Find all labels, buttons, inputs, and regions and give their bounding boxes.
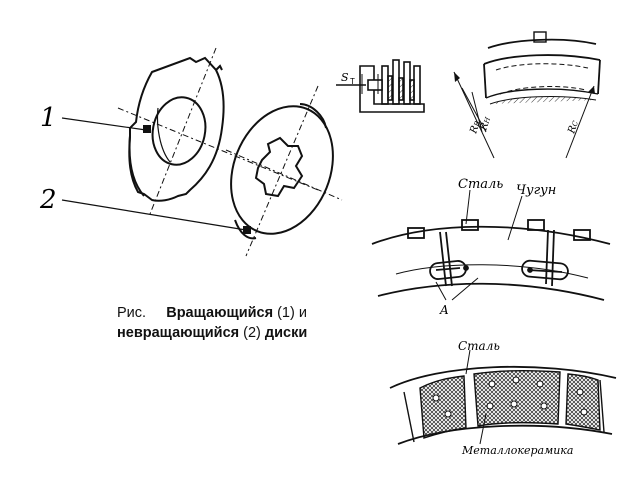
radius-diagram: [453, 31, 601, 159]
caption-num-1: (1) и: [273, 305, 307, 321]
caption-prefix: Рис.: [117, 305, 147, 321]
rc-label: RС: [566, 119, 581, 136]
steel-label-2: Сталь: [458, 339, 500, 353]
st-symbol: S: [341, 71, 349, 84]
rv-label: RВ: [468, 119, 483, 135]
disk-2-number: 2: [39, 185, 57, 215]
caption-num-2: (2): [239, 325, 265, 341]
figure-caption: Рис. Вращающийся (1) и невращающийся (2)…: [117, 303, 357, 343]
castiron-label: Чугун: [516, 183, 556, 198]
rotating-disk-1: [128, 56, 225, 202]
leader-line-1: [61, 117, 147, 131]
disk-1-axes: [117, 47, 319, 215]
leader-line-2: [61, 199, 247, 231]
rh-label: RН: [478, 115, 493, 133]
cermet-label: Металлокерамика: [461, 444, 573, 457]
non-rotating-disk-2: [230, 103, 334, 240]
caption-disks: диски: [264, 325, 308, 341]
clearance-diagram: [336, 59, 425, 113]
caption-rotating: Вращающийся: [166, 305, 274, 321]
steel-castiron-segment: [371, 189, 611, 301]
steel-label-1: Сталь: [458, 177, 503, 192]
caption-non-rotating: невращающийся: [117, 325, 240, 341]
steel-cermet-segment: [389, 349, 617, 445]
st-subscript: T: [350, 77, 355, 86]
point-a-label: A: [439, 303, 449, 317]
disk-2-axes: [225, 85, 343, 257]
disk-1-number: 1: [40, 103, 57, 133]
